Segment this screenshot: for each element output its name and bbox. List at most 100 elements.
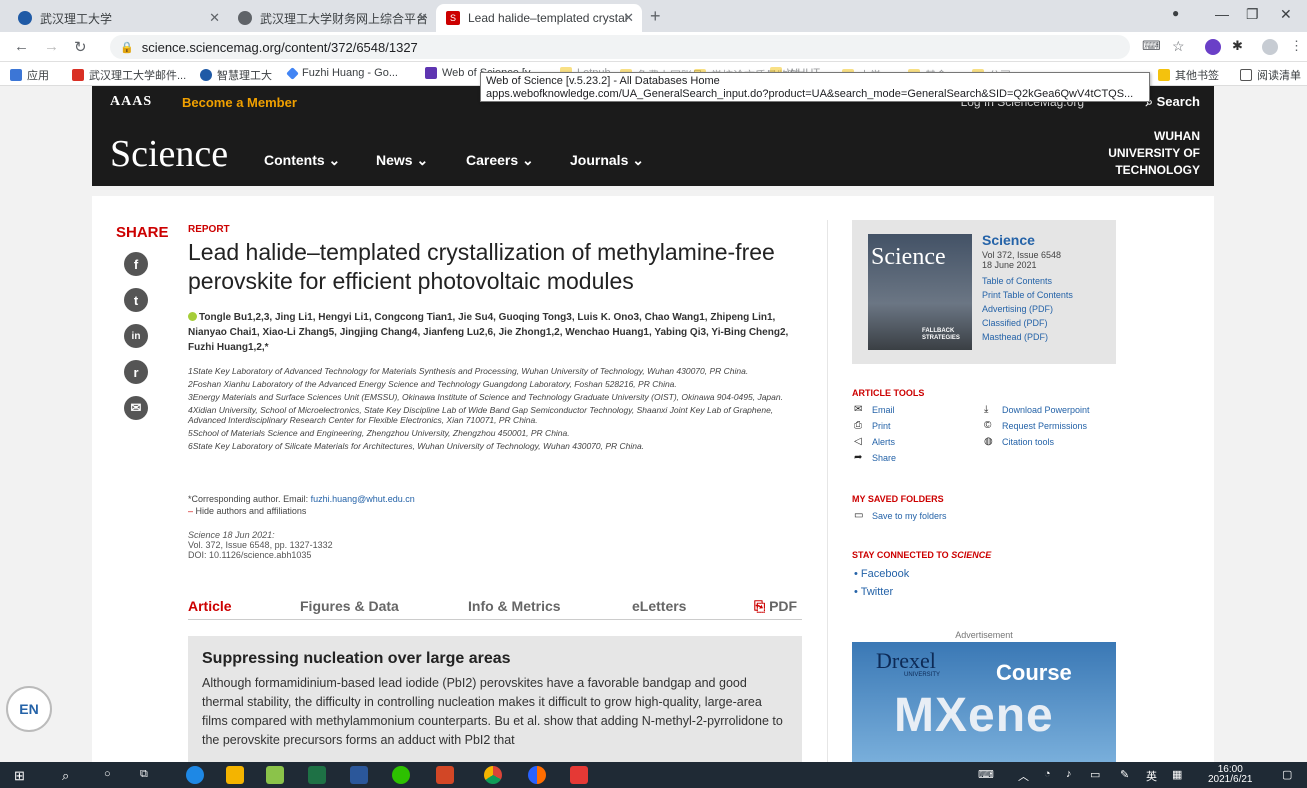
tab-close-icon[interactable]: ✕ (417, 10, 428, 25)
bookmark-apps[interactable]: 应用 (10, 67, 49, 83)
bookmark-reading-list[interactable]: 阅读清单 (1240, 67, 1301, 83)
tab-pdf[interactable]: ⎘ PDF (754, 598, 798, 614)
task-view-icon[interactable]: ⧉ (140, 768, 148, 780)
bookmark-mail[interactable]: 武汉理工大学邮件... (72, 67, 186, 83)
table-of-contents-link[interactable]: Table of Contents (982, 276, 1053, 286)
issue-cover[interactable]: Science FALLBACK STRATEGIES (868, 234, 972, 350)
url-bar[interactable]: 🔒 science.sciencemag.org/content/372/654… (110, 35, 1130, 59)
column-divider (827, 220, 828, 762)
store-icon[interactable] (266, 766, 284, 784)
tab-strip: 武汉理工大学 ✕ 武汉理工大学财务网上综合平台 ✕ S Lead halide–… (0, 0, 1307, 32)
app-icon[interactable] (570, 766, 588, 784)
email-share-icon[interactable]: ✉ (124, 396, 148, 420)
nav-news[interactable]: News ⌄ (376, 152, 429, 168)
bookmark-star-icon[interactable]: ☆ (1172, 38, 1185, 54)
facebook-link[interactable]: • Facebook (854, 568, 910, 580)
profile-dot-icon[interactable]: ● (1172, 6, 1180, 20)
nav-careers[interactable]: Careers ⌄ (466, 152, 534, 168)
advertising-pdf-link[interactable]: Advertising (PDF) (982, 304, 1054, 314)
institution-name: WUHAN UNIVERSITY OF TECHNOLOGY (1108, 129, 1200, 177)
search-icon[interactable]: ⌕ (62, 768, 70, 783)
reddit-share-icon[interactable]: r (124, 360, 148, 384)
file-explorer-icon[interactable] (226, 766, 244, 784)
wechat-icon[interactable] (392, 766, 410, 784)
advertisement-banner[interactable]: Drexel UNIVERSITY Course MXene (852, 642, 1116, 762)
search-link[interactable]: ⌕ Search (1145, 94, 1200, 109)
tab-info-metrics[interactable]: Info & Metrics (468, 598, 561, 614)
minimize-icon[interactable]: — (1215, 6, 1229, 22)
tab-whut[interactable]: 武汉理工大学 ✕ (8, 4, 228, 32)
facebook-share-icon[interactable]: f (124, 252, 148, 276)
download-powerpoint-tool[interactable]: ⤓Download Powerpoint (984, 404, 1090, 415)
notifications-icon[interactable]: ▢ (1282, 769, 1293, 781)
profile-avatar-icon[interactable] (1262, 39, 1278, 55)
classified-pdf-link[interactable]: Classified (PDF) (982, 318, 1048, 328)
edge-icon[interactable] (186, 766, 204, 784)
mail-icon (72, 69, 84, 81)
email-tool[interactable]: ✉Email (854, 404, 895, 415)
twitter-link[interactable]: • Twitter (854, 586, 894, 598)
alerts-tool[interactable]: ◁Alerts (854, 436, 896, 447)
browser-icon[interactable] (528, 766, 546, 784)
ime-grid-icon[interactable]: ▦ (1172, 769, 1183, 781)
bookmark-scholar[interactable]: Fuzhi Huang - Go... (286, 66, 398, 80)
tab-close-icon[interactable]: ✕ (209, 10, 220, 25)
new-tab-button[interactable]: + (650, 6, 661, 26)
tab-science-article[interactable]: S Lead halide–templated crystal ✕ (436, 4, 642, 32)
save-to-folders-link[interactable]: ▭Save to my folders (854, 510, 947, 521)
tab-eletters[interactable]: eLetters (632, 598, 687, 614)
cortana-icon[interactable]: ○ (104, 768, 111, 780)
bookmark-smart[interactable]: 智慧理工大 (200, 67, 272, 83)
masthead-pdf-link[interactable]: Masthead (PDF) (982, 332, 1049, 342)
word-icon[interactable] (350, 766, 368, 784)
volume-icon[interactable]: ♪ (1066, 768, 1072, 780)
restore-icon[interactable]: ❐ (1246, 6, 1259, 22)
bookmark-other[interactable]: 其他书签 (1158, 67, 1219, 83)
reload-icon[interactable]: ↻ (74, 39, 87, 56)
cite-journal-date: Science 18 Jun 2021: (188, 530, 275, 540)
excel-icon[interactable] (308, 766, 326, 784)
close-window-icon[interactable]: ✕ (1280, 6, 1292, 22)
issue-journal[interactable]: Science (982, 232, 1035, 248)
science-logo[interactable]: Science (110, 133, 229, 175)
whut-icon (18, 11, 32, 25)
pen-icon[interactable]: ✎ (1120, 769, 1130, 781)
tab-figures-data[interactable]: Figures & Data (300, 598, 399, 614)
language-badge[interactable]: EN (6, 686, 52, 732)
puzzle-icon[interactable]: ✱ (1232, 38, 1243, 53)
tab-article[interactable]: Article (188, 598, 232, 614)
ime-indicator[interactable]: 英 (1146, 771, 1157, 783)
science-s-icon: S (446, 11, 460, 25)
forward-icon[interactable]: → (44, 38, 59, 55)
extension-icon[interactable] (1205, 39, 1221, 55)
network-icon[interactable]: ◔ (1044, 768, 1051, 780)
tab-finance[interactable]: 武汉理工大学财务网上综合平台 ✕ (228, 4, 436, 32)
citation-tools[interactable]: ◍Citation tools (984, 436, 1055, 447)
translate-icon[interactable]: ⌨ (1142, 38, 1161, 53)
battery-icon[interactable]: ▭ (1090, 769, 1101, 781)
orcid-icon[interactable] (188, 312, 197, 321)
powerpoint-icon[interactable] (436, 766, 454, 784)
aaas-logo[interactable]: AAAS (110, 94, 153, 109)
share-tool[interactable]: ➦Share (854, 452, 897, 463)
chrome-icon[interactable] (484, 766, 502, 784)
nav-journals[interactable]: Journals ⌄ (570, 152, 644, 168)
request-permissions-tool[interactable]: ©Request Permissions (984, 420, 1088, 431)
windows-start-icon[interactable]: ⊞ (14, 768, 25, 783)
hide-authors-toggle[interactable]: – Hide authors and affiliations (188, 506, 307, 516)
tray-expand-icon[interactable]: ︿ (1018, 771, 1029, 783)
twitter-share-icon[interactable]: t (124, 288, 148, 312)
tab-close-icon[interactable]: ✕ (623, 10, 634, 25)
nav-contents[interactable]: Contents ⌄ (264, 152, 341, 168)
linkedin-share-icon[interactable]: in (124, 324, 148, 348)
back-icon[interactable]: ← (14, 38, 29, 55)
keyboard-icon[interactable]: ⌨ (978, 769, 994, 781)
print-toc-link[interactable]: Print Table of Contents (982, 290, 1073, 300)
corresponding-author: *Corresponding author. Email: fuzhi.huan… (188, 494, 415, 504)
print-tool[interactable]: ⎙Print (854, 420, 891, 431)
author-email-link[interactable]: fuzhi.huang@whut.edu.cn (310, 494, 415, 504)
become-member-link[interactable]: Become a Member (182, 95, 297, 110)
menu-dots-icon[interactable]: ⋮ (1290, 38, 1303, 53)
megaphone-icon: ◁ (854, 436, 862, 447)
